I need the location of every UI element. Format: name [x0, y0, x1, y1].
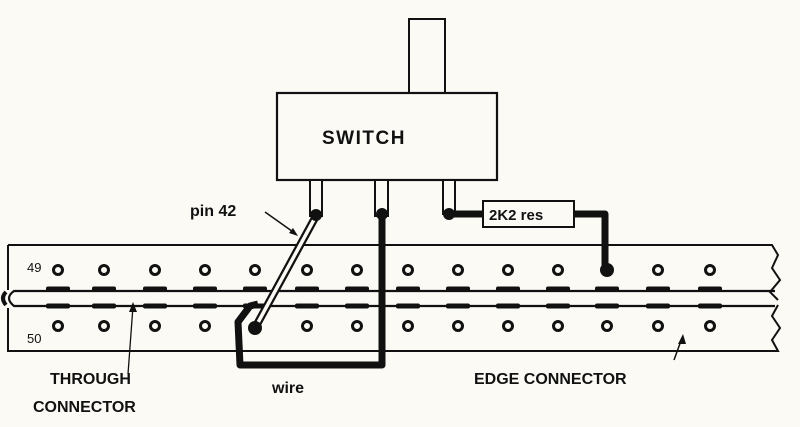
contact-pad	[396, 303, 420, 309]
through-connector-label-line2: CONNECTOR	[33, 399, 136, 416]
contact-pad	[46, 286, 70, 292]
contact-pad	[496, 303, 520, 309]
hole-row-49	[552, 264, 564, 276]
contact-pad	[92, 303, 116, 309]
contact-pad	[646, 303, 670, 309]
hole-row-50	[502, 320, 514, 332]
contact-pad	[92, 286, 116, 292]
through-connector-label-line1: THROUGH	[50, 371, 131, 388]
contact-pad	[143, 303, 167, 309]
switch-actuator	[408, 18, 446, 94]
hole-row-50	[351, 320, 363, 332]
pin-42-lead	[248, 209, 322, 335]
contact-pad	[546, 286, 570, 292]
hole-row-49	[301, 264, 313, 276]
hole-row-49	[452, 264, 464, 276]
row-label-49: 49	[27, 260, 41, 275]
contact-pad	[446, 286, 470, 292]
contact-pad	[595, 303, 619, 309]
hole-row-50	[452, 320, 464, 332]
switch-label: SWITCH	[322, 128, 406, 149]
contact-pad	[698, 286, 722, 292]
hole-row-50	[199, 320, 211, 332]
contact-pad	[345, 303, 369, 309]
through-connector-arrow	[127, 305, 134, 375]
contact-pad	[193, 303, 217, 309]
switch-body	[275, 91, 499, 182]
connector-holes	[52, 264, 716, 332]
wire	[234, 214, 386, 369]
contact-pad	[546, 303, 570, 309]
contact-pad	[243, 286, 267, 292]
pin-42-label: pin 42	[190, 203, 236, 220]
hole-row-49	[149, 264, 161, 276]
contact-pad	[295, 286, 319, 292]
hole-row-50	[652, 320, 664, 332]
contact-pad	[446, 303, 470, 309]
row-label-50: 50	[27, 331, 41, 346]
hole-row-49	[402, 264, 414, 276]
wire-label: wire	[271, 380, 304, 397]
hole-row-50	[301, 320, 313, 332]
hole-row-49	[98, 264, 110, 276]
resistor-label: 2K2 res	[489, 207, 543, 224]
contact-pad	[193, 286, 217, 292]
contact-pad	[698, 303, 722, 309]
contact-pad	[396, 286, 420, 292]
hole-row-49	[704, 264, 716, 276]
hole-row-49	[52, 264, 64, 276]
hole-row-49	[652, 264, 664, 276]
contact-pad	[595, 286, 619, 292]
hole-row-50	[149, 320, 161, 332]
contact-pads	[46, 286, 722, 309]
edge-connector-board	[1, 244, 782, 352]
hole-row-50	[552, 320, 564, 332]
contact-pad	[646, 286, 670, 292]
hole-row-49	[502, 264, 514, 276]
hole-row-50	[704, 320, 716, 332]
hole-row-49	[351, 264, 363, 276]
resistor	[482, 200, 575, 228]
pin-42-arrow	[264, 211, 297, 235]
hole-row-49	[249, 264, 261, 276]
contact-pad	[46, 303, 70, 309]
hole-row-50	[98, 320, 110, 332]
hole-row-49	[199, 264, 211, 276]
hole-row-50	[52, 320, 64, 332]
contact-pad	[295, 303, 319, 309]
hole-row-50	[402, 320, 414, 332]
contact-pad	[496, 286, 520, 292]
edge-connector-label: EDGE CONNECTOR	[474, 371, 627, 388]
contact-pad	[345, 286, 369, 292]
hole-row-50	[601, 320, 613, 332]
contact-pad	[143, 286, 167, 292]
